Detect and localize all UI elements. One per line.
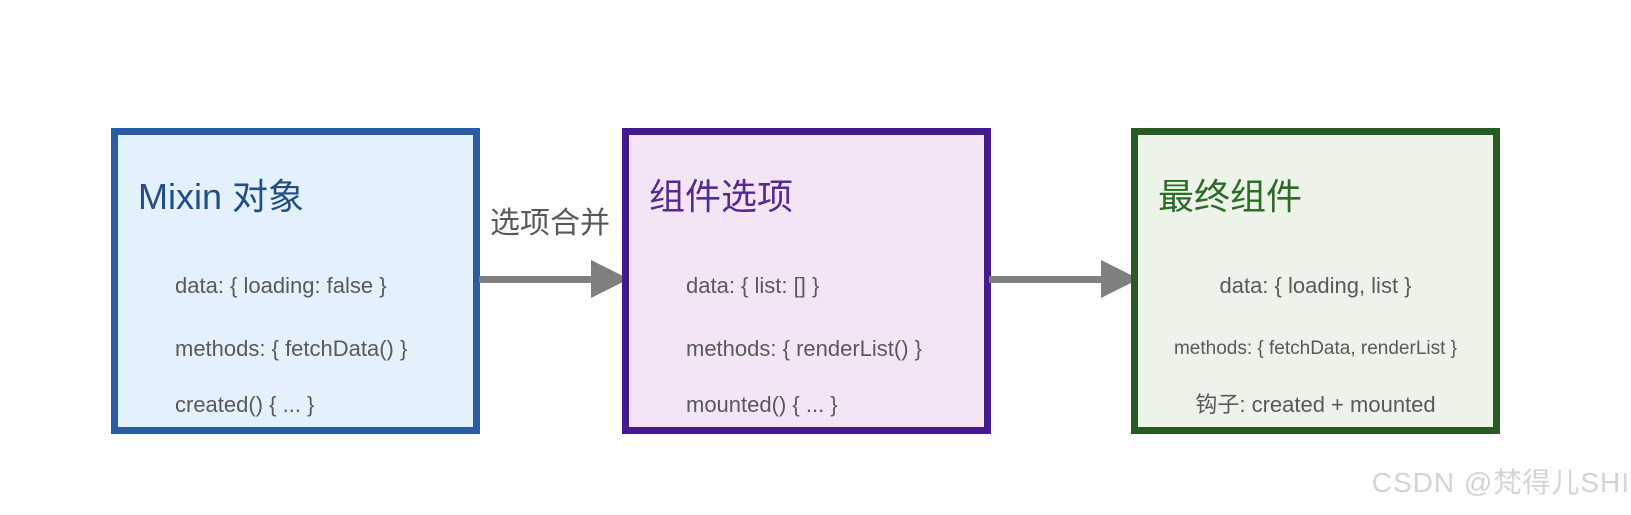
final-box-line-methods: methods: { fetchData, renderList } [1173, 338, 1458, 359]
final-box-line-data: data: { loading, list } [1219, 273, 1412, 298]
options-box-line-mounted: mounted() { ... } [686, 392, 838, 417]
final-box-line-hooks: 钩子: created + mounted [1195, 392, 1436, 417]
options-box-line-methods: methods: { renderList() } [686, 336, 923, 361]
mixin-box-line-data: data: { loading: false } [175, 273, 387, 298]
mixin-object-box: Mixin 对象 data: { loading: false } method… [111, 128, 480, 434]
merge-arrow-2-shaft [989, 276, 1104, 283]
component-options-box-title: 组件选项 [649, 176, 794, 217]
watermark: CSDN @梵得儿SHI [1371, 467, 1630, 498]
final-component-box-title: 最终组件 [1158, 176, 1303, 217]
option-merge-label: 选项合并 [490, 207, 610, 240]
component-options-box: 组件选项 data: { list: [] } methods: { rende… [622, 128, 991, 434]
options-box-line-data: data: { list: [] } [686, 273, 820, 298]
mixin-box-line-created: created() { ... } [175, 392, 315, 417]
final-component-box: 最终组件 data: { loading, list } methods: { … [1131, 128, 1500, 434]
mixin-box-line-methods: methods: { fetchData() } [175, 336, 408, 361]
mixin-object-box-title: Mixin 对象 [138, 176, 305, 217]
merge-arrow-1-shaft [479, 276, 594, 283]
